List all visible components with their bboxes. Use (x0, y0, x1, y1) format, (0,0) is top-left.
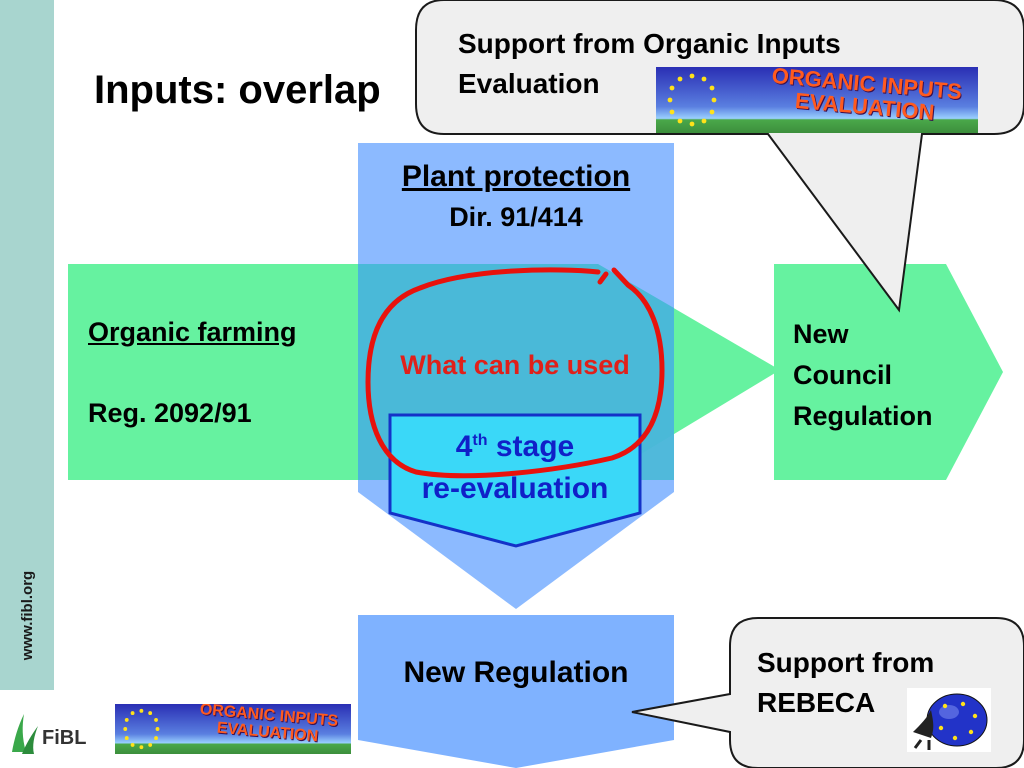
slide-title: Inputs: overlap (94, 68, 381, 112)
logo-background (115, 704, 351, 754)
organic-farming-label: Organic farming (88, 317, 297, 347)
callout2-line1: Support from (757, 647, 935, 678)
stage-number: 4 (455, 430, 473, 463)
stage-superscript: th (472, 432, 488, 449)
organic-farming-regulation: Reg. 2092/91 (88, 398, 252, 428)
callout-rebeca-text: Support from REBECA (757, 643, 934, 723)
callout2-line2: REBECA (757, 687, 876, 718)
fibl-logo-text: FiBL (42, 727, 87, 749)
eu-stars-icon (123, 708, 160, 750)
fibl-logo-icon (12, 714, 38, 754)
new-regulation-label: New Regulation (403, 656, 629, 689)
sidebar-stripe (0, 0, 54, 690)
ncr-line: Council (793, 360, 892, 390)
stage-word: stage (495, 430, 575, 463)
stage-label-line2: re-evaluation (421, 472, 609, 505)
new-council-regulation-label: New Council Regulation (793, 314, 933, 437)
callout1-line1: Support from Organic Inputs (458, 28, 841, 59)
callout1-line2: Evaluation (458, 68, 600, 99)
stage-box (388, 413, 642, 548)
rebeca-logo-icon (907, 688, 991, 752)
ncr-line: New (793, 319, 849, 349)
overlap-label: What can be used (400, 350, 630, 380)
ncr-line: Regulation (793, 401, 933, 431)
plant-protection-label: Plant protection (401, 160, 631, 193)
eu-stars-icon (667, 73, 717, 127)
callout-organic-inputs-text: Support from Organic Inputs Evaluation (458, 24, 841, 104)
organic-inputs-evaluation-logo: ORGANIC INPUTS EVALUATION (656, 67, 978, 133)
logo-background (656, 67, 978, 133)
new-regulation-box (358, 615, 674, 768)
stage-label-line1: 4th stage (392, 430, 638, 464)
organic-inputs-evaluation-logo-small: ORGANIC INPUTS EVALUATION (115, 704, 351, 754)
new-council-regulation-arrow (774, 264, 1003, 480)
red-highlight-circle (365, 267, 665, 479)
plant-protection-directive: Dir. 91/414 (449, 202, 583, 232)
